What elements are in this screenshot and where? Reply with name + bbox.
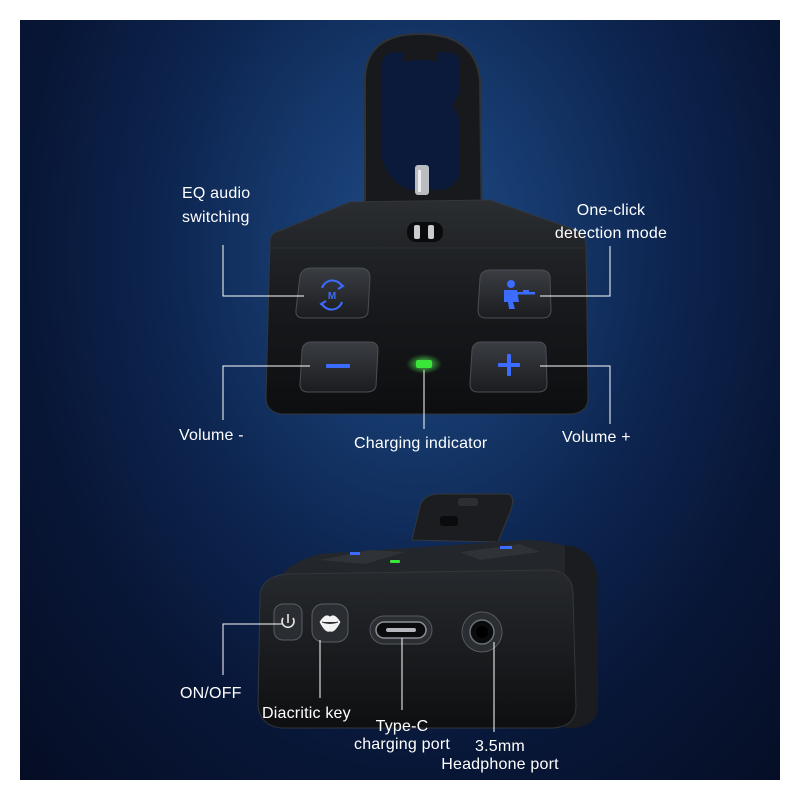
eq-label-line2: switching: [182, 209, 250, 226]
callout-lines-top: [222, 245, 611, 429]
detection-label-line2: detection mode: [554, 225, 668, 242]
volume-minus-button[interactable]: [299, 341, 379, 393]
volume-plus-label: Volume +: [562, 429, 631, 446]
jack-label-line2: Headphone port: [441, 756, 559, 773]
top-device: M: [222, 32, 611, 429]
charging-indicator-label: Charging indicator: [354, 435, 488, 452]
charging-led: [406, 354, 442, 374]
diacritic-key-button[interactable]: [311, 603, 349, 643]
eq-label-line1: EQ audio: [182, 185, 251, 202]
svg-text:M: M: [328, 291, 336, 302]
on-off-label: ON/OFF: [180, 685, 242, 702]
volume-plus-button[interactable]: [469, 341, 548, 393]
typec-label-line2: charging port: [354, 736, 450, 753]
detection-label-line1: One-click: [576, 202, 646, 219]
jack-label-line1: 3.5mm: [475, 738, 525, 755]
eq-button[interactable]: M: [295, 267, 371, 319]
headphone-jack: [461, 611, 503, 653]
diacritic-key-label: Diacritic key: [262, 705, 351, 722]
metal-pin: [415, 165, 429, 195]
power-button[interactable]: [273, 603, 303, 641]
minus-icon: [326, 364, 350, 368]
typec-label-line1: Type-C: [375, 718, 429, 735]
soldier-icon: [504, 280, 535, 309]
volume-minus-label: Volume -: [179, 427, 244, 444]
lips-icon: [318, 614, 342, 633]
product-illustration: M: [222, 32, 611, 732]
plus-icon: [498, 354, 520, 376]
detection-button[interactable]: [477, 269, 552, 319]
product-image-stage: M: [20, 20, 780, 780]
power-icon: [281, 614, 295, 629]
eq-mode-icon: M: [319, 279, 345, 311]
typec-port: [369, 615, 433, 645]
bottom-device: [222, 493, 598, 732]
callout-lines-bottom: [222, 623, 495, 732]
